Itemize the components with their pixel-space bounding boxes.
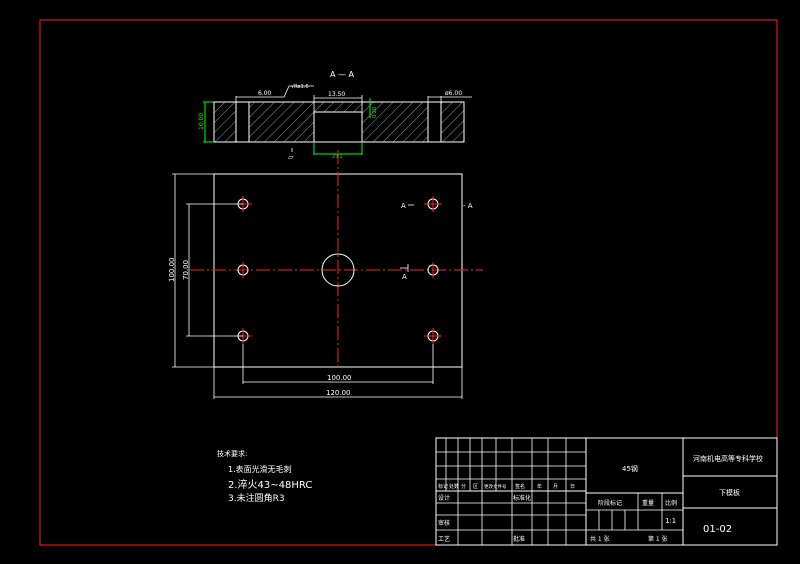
dim-thick: 0.20 [372,107,378,118]
hdr-docno: 更改文件号 [484,483,507,490]
row-design: 设计 [438,494,450,502]
right-hole-section [428,102,441,142]
flatness-symbol: ⏥ [288,153,294,161]
material: 45钢 [622,464,638,473]
dim-depth: 10.00 [198,113,205,130]
weight-label: 重量 [642,499,654,507]
sheet-no: 第 1 张 [648,535,668,543]
scale-value: 1:1 [665,517,676,525]
note-3: 3.未注圆角R3 [228,492,285,504]
hdr-count: 处数 [449,483,459,490]
hdr-area: 区 [473,484,478,490]
row-approve: 批准 [513,535,525,543]
title-block: 标记 处数 分 区 更改文件号 签名 年 月 日 设计 标准化 审核 工艺 批准… [435,437,778,546]
drawing-number: 01-02 [703,524,732,535]
dim-tol: √Ra1.6 [291,84,309,90]
row-standard: 标准化 [513,494,531,502]
dim-width-holes: 100.00 [327,374,352,382]
section-outline [213,101,465,143]
note-1: 1.表面光滑无毛刺 [228,464,292,474]
hdr-mark: 标记 [438,483,448,490]
center-hole [321,253,355,287]
left-hole-section [236,102,249,142]
dim-width-outer: 120.00 [326,389,351,397]
section-view: A — A 6.00 √Ra1.6 13.50 [198,70,472,161]
hdr-day: 日 [570,484,575,490]
school-name: 河南机电高等专科学校 [693,454,763,463]
marker-a: A [401,202,406,210]
marker-a-right: - A [463,202,473,210]
row-process: 工艺 [438,535,450,543]
scale-label: 比例 [665,499,677,507]
marker-a-bottom: A [402,273,407,281]
hdr-month: 月 [553,484,558,490]
row-review: 审核 [438,519,450,527]
notes-title: 技术要求: [217,449,247,458]
hdr-year: 年 [537,483,542,490]
dim-slot: 13.50 [328,91,345,98]
section-title: A — A [330,70,355,79]
center-slot-section [314,112,362,142]
drawing-border [39,19,778,546]
dim-right: ø6.00 [445,90,462,97]
stage-label: 阶段标记 [598,499,622,507]
dim-bottom: 2±1 [332,154,343,160]
plan-view: A - A A 100.00 120.00 100.00 70.00 [168,150,483,399]
hdr-sign: 签名 [515,483,525,490]
sheets-total: 共 1 张 [590,535,610,543]
hdr-zone: 分 [461,483,466,490]
dim-height-holes: 70.00 [182,260,190,280]
technical-notes: 技术要求: 1.表面光滑无毛刺 2.淬火43~48HRC 3.未注圆角R3 [217,449,312,504]
dim-height-outer: 100.00 [168,258,176,283]
dim-left: 6.00 [258,90,272,97]
part-name: 下模板 [719,488,740,497]
note-2: 2.淬火43~48HRC [228,478,312,491]
